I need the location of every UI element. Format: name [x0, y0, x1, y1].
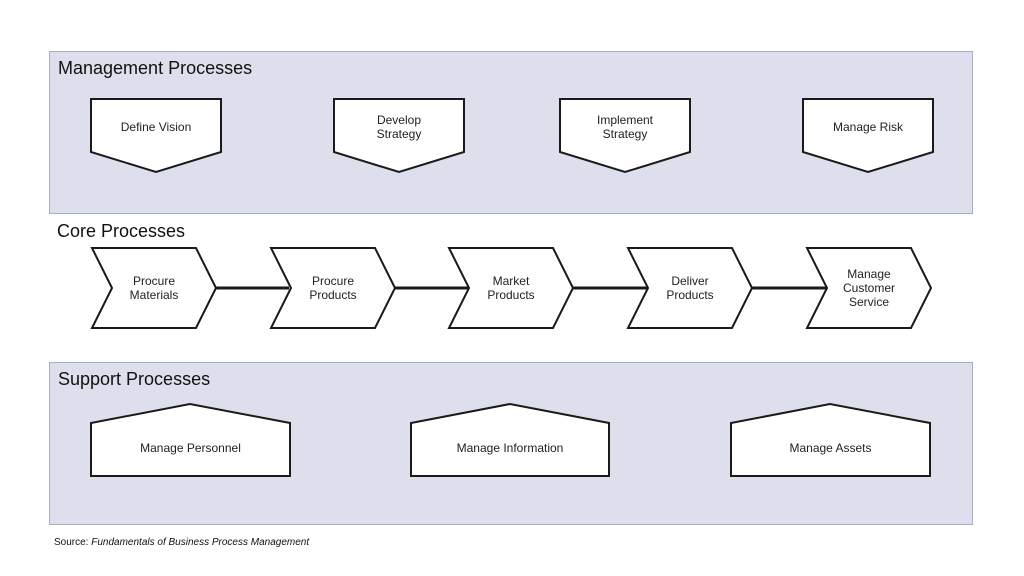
management-label-implement-strategy: Implement Strategy — [596, 113, 654, 141]
management-label-develop-strategy: Develop Strategy — [376, 113, 422, 141]
core-shape-procure-products — [269, 247, 397, 329]
core-shape-deliver-products — [626, 247, 754, 329]
management-label-manage-risk: Manage Risk — [832, 120, 904, 134]
support-shape-manage-personnel — [90, 402, 291, 477]
management-title: Management Processes — [58, 58, 253, 78]
management-shape-develop-strategy — [333, 98, 465, 174]
management-label-define-vision: Define Vision — [120, 120, 192, 134]
core-title: Core Processes — [57, 221, 186, 241]
management-shape-manage-risk — [802, 98, 934, 174]
core-shape-manage-customer-service — [805, 247, 933, 329]
management-shape-implement-strategy — [559, 98, 691, 174]
core-label-market-products: Market Products — [487, 274, 535, 302]
core-shape-market-products — [447, 247, 575, 329]
support-shape-manage-assets — [730, 402, 931, 477]
source-caption: Source: Fundamentals of Business Process… — [54, 537, 309, 548]
core-label-procure-materials: Procure Materials — [129, 274, 179, 302]
management-shape-define-vision — [90, 98, 222, 174]
support-shape-manage-information — [410, 402, 610, 477]
source-title: Fundamentals of Business Process Managem… — [91, 537, 310, 548]
source-prefix: Source: — [54, 537, 92, 548]
core-shape-procure-materials — [90, 247, 218, 329]
support-label-manage-information: Manage Information — [456, 441, 564, 455]
support-title: Support Processes — [58, 369, 211, 389]
support-label-manage-personnel: Manage Personnel — [140, 441, 241, 455]
core-label-procure-products: Procure Products — [309, 274, 357, 302]
core-label-deliver-products: Deliver Products — [666, 274, 714, 302]
support-label-manage-assets: Manage Assets — [789, 441, 872, 455]
core-label-manage-customer-service: Manage Customer Service — [842, 267, 895, 309]
